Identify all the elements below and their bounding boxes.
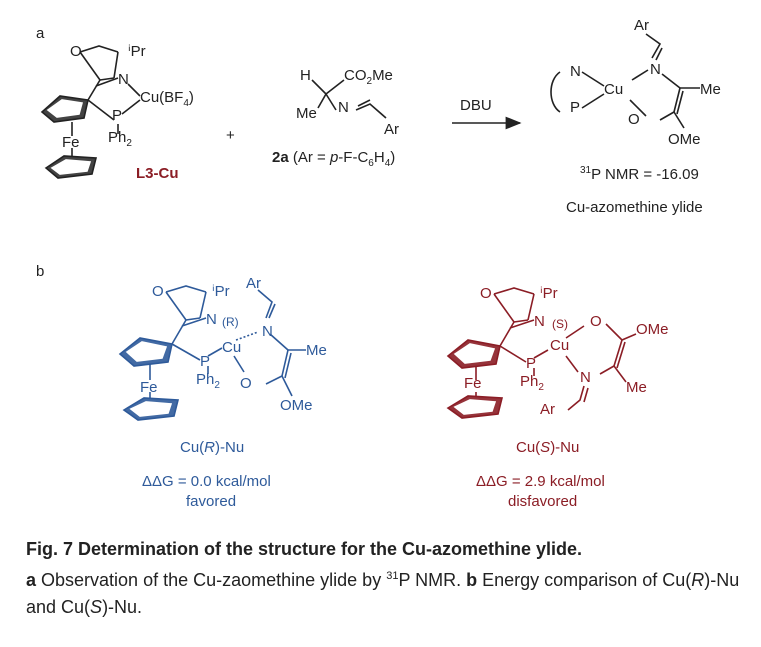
l3cu-ph2: Ph2 — [108, 129, 132, 149]
l3cu-fe: Fe — [62, 134, 80, 151]
right-fe: Fe — [464, 375, 482, 392]
l3cu-ipr: ⁱPr — [128, 43, 146, 60]
right-n2: N — [580, 369, 591, 386]
right-cu: Cu — [550, 337, 570, 354]
product-n-ring: N — [570, 63, 581, 80]
left-o: O — [152, 283, 164, 300]
left-config: (R) — [222, 315, 239, 329]
product-p-ring: P — [570, 99, 581, 116]
l3cu-cu: Cu(BF4) — [140, 89, 194, 109]
product-me: Me — [700, 81, 721, 98]
product-name: Cu-azomethine ylide — [566, 199, 703, 216]
left-ipr: ⁱPr — [212, 283, 230, 300]
right-n1: N — [534, 313, 545, 330]
nmr-value: 31P NMR = -16.09 — [580, 165, 699, 183]
l3cu-o: O — [70, 43, 82, 60]
left-fe: Fe — [140, 379, 158, 396]
left-ome: OMe — [280, 397, 313, 414]
product-n: N — [650, 61, 661, 78]
reagent-co2me: CO2Me — [344, 67, 393, 87]
product-ome: OMe — [668, 131, 701, 148]
figure-caption: Fig. 7 Determination of the structure fo… — [26, 536, 746, 621]
right-o2: O — [590, 313, 602, 330]
right-ome: OMe — [636, 321, 669, 338]
right-energy: ΔΔG = 2.9 kcal/mol — [476, 473, 605, 490]
arrow-label-dbu: DBU — [460, 97, 492, 114]
left-cu: Cu — [222, 339, 242, 356]
reagent-n: N — [338, 99, 349, 116]
right-p: P — [526, 355, 537, 372]
left-complex-structure — [118, 285, 306, 421]
left-o2: O — [240, 375, 252, 392]
right-ipr: ⁱPr — [540, 285, 558, 302]
left-name: Cu(R)-Nu — [180, 439, 245, 456]
plus-sign: + — [226, 127, 235, 144]
right-complex-structure — [446, 287, 637, 419]
reagent-h: H — [300, 67, 311, 84]
right-config: (S) — [552, 317, 568, 331]
left-ar: Ar — [246, 275, 261, 292]
l3cu-n: N — [118, 71, 129, 88]
l3cu-p: P — [112, 107, 123, 124]
left-n2: N — [262, 323, 273, 340]
reagent-ar: Ar — [384, 121, 399, 138]
left-me: Me — [306, 342, 327, 359]
left-n1: N — [206, 311, 217, 328]
right-ar: Ar — [540, 401, 555, 418]
product-ar: Ar — [634, 17, 649, 34]
right-me: Me — [626, 379, 647, 396]
figure: a O ⁱPr N Cu(BF4) P Ph2 Fe L3-Cu + H CO2… — [36, 17, 721, 510]
panel-a-label: a — [36, 25, 45, 42]
product-structure — [550, 33, 700, 129]
l3cu-name: L3-Cu — [136, 165, 179, 182]
right-ph2: Ph2 — [520, 373, 544, 393]
caption-title: Fig. 7 Determination of the structure fo… — [26, 539, 583, 559]
right-o: O — [480, 285, 492, 302]
l3cu-structure — [40, 45, 141, 179]
product-cu: Cu — [604, 81, 624, 98]
left-status: favored — [186, 493, 237, 510]
left-p: P — [200, 353, 211, 370]
structures-drawing — [40, 33, 700, 421]
caption-body: a Observation of the Cu-zaomethine ylide… — [26, 570, 740, 617]
right-name: Cu(S)-Nu — [516, 439, 580, 456]
reagent-structure — [311, 79, 387, 119]
panel-b-label: b — [36, 263, 45, 280]
product-o: O — [628, 111, 640, 128]
reagent-name: 2a (Ar = p-F-C6H4) — [272, 149, 396, 169]
reagent-me: Me — [296, 105, 317, 122]
right-status: disfavored — [508, 493, 578, 510]
left-energy: ΔΔG = 0.0 kcal/mol — [142, 473, 271, 490]
left-ph2: Ph2 — [196, 371, 220, 391]
